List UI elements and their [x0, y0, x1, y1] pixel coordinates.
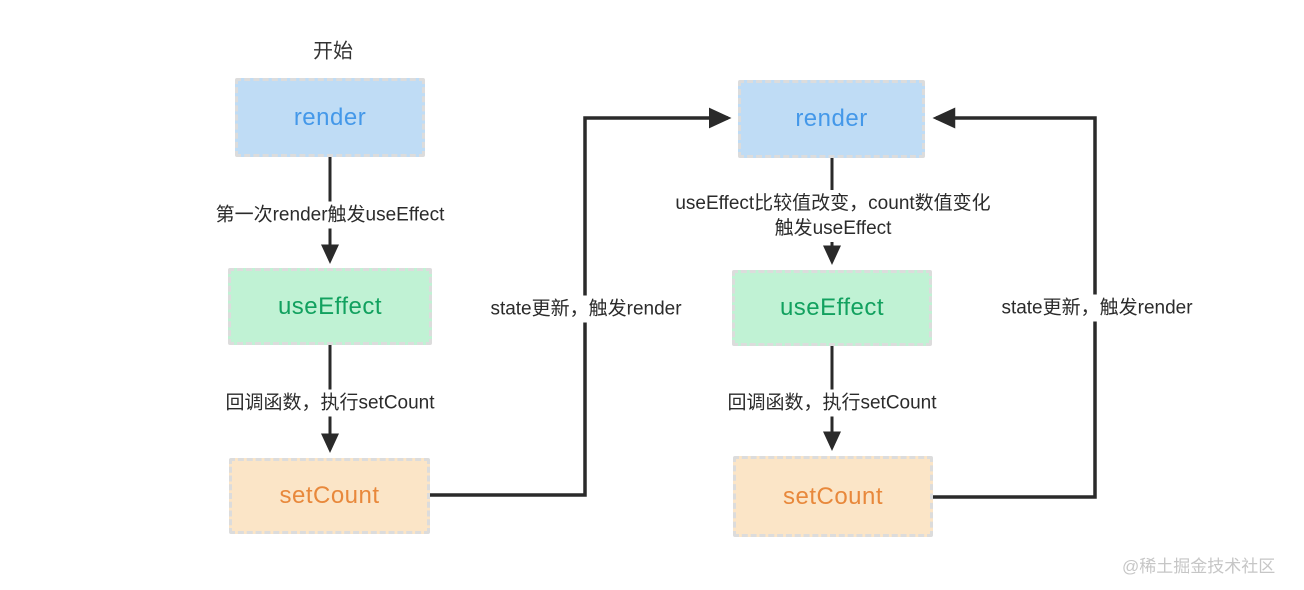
- edge-label-right-compare-line2: 触发useEffect: [774, 218, 892, 239]
- node-useeffect-right: useEffect: [732, 270, 932, 346]
- node-setcount-right: setCount: [733, 456, 933, 537]
- node-setcount-left-label: setCount: [279, 482, 380, 509]
- node-useeffect-left-label: useEffect: [277, 292, 383, 320]
- node-setcount-right-label: setCount: [782, 482, 884, 510]
- edge-label-right-compare-line1: useEffect比较值改变，count数值变化: [675, 193, 991, 214]
- edge-label-right-state-update: state更新，触发render: [998, 294, 1196, 322]
- edge-label-left-state-update: state更新，触发render: [487, 295, 685, 323]
- node-render-right-label: render: [795, 105, 868, 132]
- edge-label-right-callback-setcount: 回调函数，执行setCount: [724, 389, 940, 417]
- edge-label-right-compare-trigger: useEffect比较值改变，count数值变化 触发useEffect: [653, 190, 1013, 242]
- edge-label-first-render-trigger: 第一次render触发useEffect: [212, 201, 448, 229]
- node-render-right: render: [738, 80, 925, 158]
- node-useeffect-left: useEffect: [228, 268, 432, 345]
- node-useeffect-right-label: useEffect: [779, 294, 885, 321]
- edge-label-left-callback-setcount: 回调函数，执行setCount: [222, 389, 438, 417]
- node-render-left: render: [235, 78, 425, 157]
- start-label: 开始: [313, 40, 353, 63]
- watermark: @稀土掘金技术社区: [1122, 557, 1276, 576]
- node-render-left-label: render: [293, 103, 367, 131]
- node-setcount-left: setCount: [229, 458, 430, 534]
